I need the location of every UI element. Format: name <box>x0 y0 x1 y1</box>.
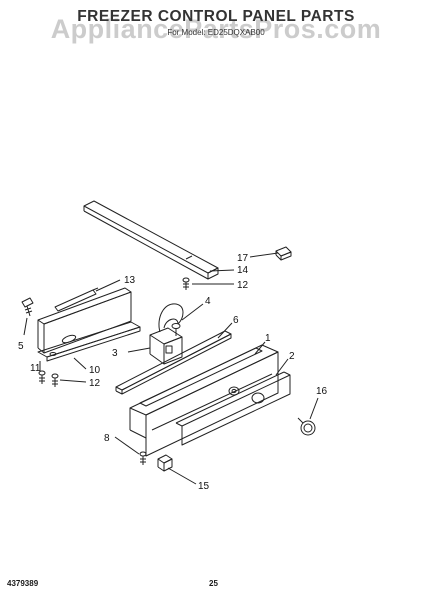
document-part-number: 4379389 <box>7 579 39 588</box>
page-title: FREEZER CONTROL PANEL PARTS <box>77 8 355 25</box>
callout-leaders <box>23 252 319 485</box>
part-12-screw-top <box>182 277 190 290</box>
part-17-clip <box>275 246 292 261</box>
callout-8: 8 <box>104 433 110 444</box>
callout-5: 5 <box>18 341 24 352</box>
callout-2: 2 <box>289 351 295 362</box>
part-16-knob <box>297 417 316 436</box>
callout-6: 6 <box>233 315 239 326</box>
part-1-housing <box>129 344 279 457</box>
part-4-screw <box>171 323 181 336</box>
part-6-slotted-bar <box>115 330 232 395</box>
callout-15: 15 <box>198 481 210 492</box>
model-subtitle: For Model: ED25DQXAB00 <box>167 28 265 37</box>
part-15-clip <box>157 454 173 472</box>
part-8-screw <box>139 451 147 465</box>
callout-12-top: 12 <box>237 280 249 291</box>
callout-11: 11 <box>30 363 41 374</box>
callout-labels: 17 14 12 13 4 6 5 1 3 2 11 10 12 16 8 15 <box>18 253 328 492</box>
part-10-channel <box>37 287 141 362</box>
part-11-screw <box>38 370 46 384</box>
page-number: 25 <box>209 579 218 588</box>
callout-16: 16 <box>316 386 328 397</box>
callout-14: 14 <box>237 265 249 276</box>
callout-12-left: 12 <box>89 378 101 389</box>
watermark: AppliancePartsPros.com <box>50 14 382 44</box>
callout-4: 4 <box>205 296 211 307</box>
part-13-rod <box>54 287 99 312</box>
callout-3: 3 <box>112 348 118 359</box>
part-14-bracket <box>83 200 219 280</box>
part-3-control <box>149 303 184 365</box>
callout-10: 10 <box>89 365 101 376</box>
callout-13: 13 <box>124 275 136 286</box>
callout-1: 1 <box>265 333 271 344</box>
part-5-screw <box>21 297 34 317</box>
callout-17: 17 <box>237 253 249 264</box>
part-12-screw-left <box>51 373 59 387</box>
part-2-panel <box>175 371 291 446</box>
